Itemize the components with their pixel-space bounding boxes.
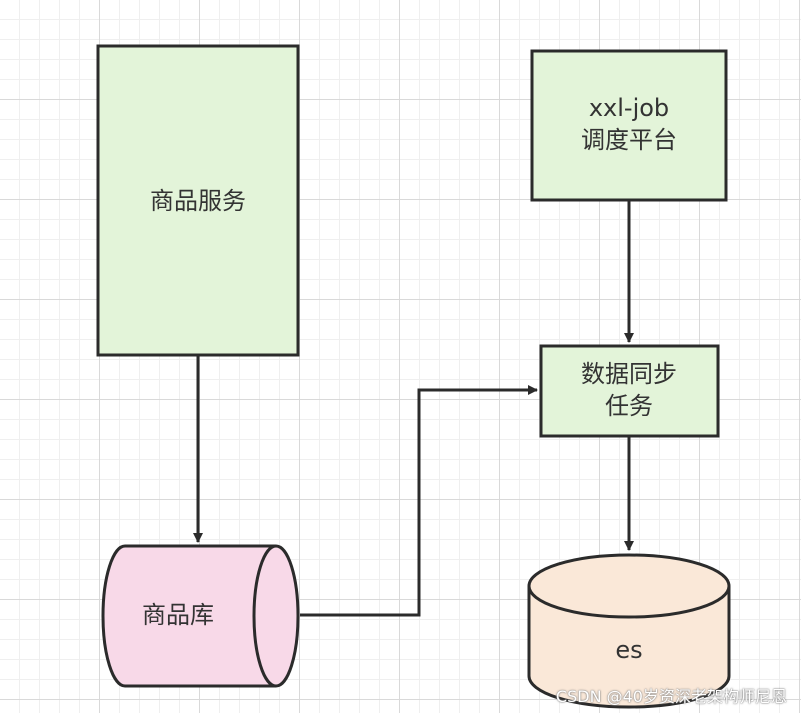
- watermark: CSDN @40岁资深老架构师尼恩: [555, 687, 787, 706]
- es-label: es: [615, 636, 642, 664]
- xxl-job-label-line2: 调度平台: [581, 126, 677, 154]
- xxl-job-node[interactable]: xxl-job 调度平台: [530, 49, 728, 202]
- product-service-label: 商品服务: [150, 187, 246, 215]
- product-db-label: 商品库: [142, 601, 214, 629]
- edge-product-db-to-sync-task: [300, 385, 538, 617]
- product-service-node[interactable]: 商品服务: [96, 44, 300, 357]
- sync-task-node[interactable]: 数据同步 任务: [539, 344, 720, 438]
- sync-task-label-line1: 数据同步: [581, 360, 677, 388]
- product-db-node[interactable]: 商品库: [101, 544, 300, 688]
- sync-task-label-line2: 任务: [605, 392, 653, 420]
- xxl-job-label-line1: xxl-job: [589, 94, 669, 122]
- es-node[interactable]: es: [527, 553, 731, 709]
